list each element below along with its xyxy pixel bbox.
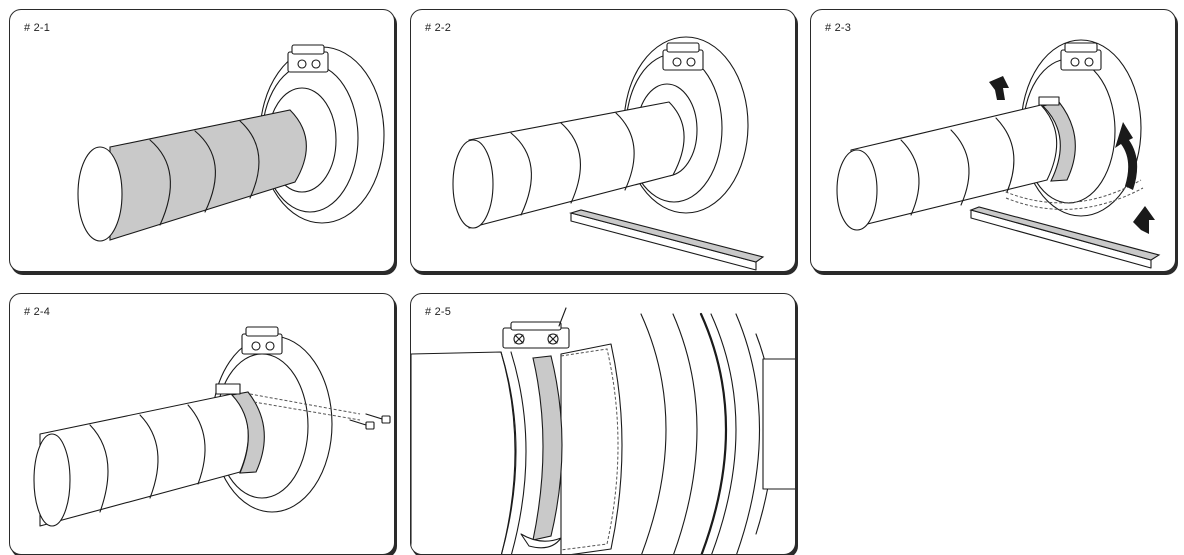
clamp-strip bbox=[570, 212, 757, 271]
junction-box-icon bbox=[241, 326, 283, 355]
tape-wrapped-duct bbox=[109, 109, 307, 241]
duct-fan-illustration bbox=[836, 39, 1161, 269]
tape-band bbox=[532, 355, 563, 541]
panel-2-5: # 2-5 bbox=[410, 293, 796, 555]
panel-label: # 2-2 bbox=[425, 22, 452, 34]
duct-fan-closeup bbox=[411, 307, 795, 554]
junction-box-icon bbox=[1060, 42, 1102, 71]
panel-label: # 2-3 bbox=[825, 22, 852, 34]
panel-2-4: # 2-4 bbox=[9, 293, 395, 555]
panel-2-1: # 2-1 bbox=[9, 9, 395, 272]
duct-fan-illustration bbox=[452, 36, 765, 271]
screw-icon bbox=[349, 413, 391, 430]
rotate-arrow-icon bbox=[1115, 122, 1138, 190]
duct-opening bbox=[836, 149, 878, 231]
clamp-head bbox=[215, 383, 241, 395]
screw-icon bbox=[513, 333, 559, 345]
junction-box-icon bbox=[287, 44, 329, 73]
tape-band bbox=[230, 391, 265, 474]
arrow-up-icon bbox=[1133, 206, 1155, 234]
junction-box-icon bbox=[662, 42, 704, 71]
panel-2-2: # 2-2 bbox=[410, 9, 796, 272]
tape-band bbox=[1041, 101, 1076, 182]
panel-label: # 2-4 bbox=[24, 306, 51, 318]
duct-fan-illustration bbox=[33, 326, 391, 527]
duct-opening bbox=[33, 433, 71, 527]
duct bbox=[850, 104, 1058, 229]
duct-opening bbox=[77, 146, 123, 242]
panel-label: # 2-1 bbox=[24, 22, 51, 34]
duct bbox=[411, 351, 517, 554]
clamp-strip bbox=[970, 209, 1152, 269]
duct-opening bbox=[452, 139, 494, 229]
duct bbox=[468, 101, 685, 229]
arrow-up-icon bbox=[989, 76, 1009, 100]
fan-inlet bbox=[762, 358, 795, 490]
duct bbox=[39, 393, 249, 527]
clamp-head bbox=[1038, 96, 1060, 106]
panel-label: # 2-5 bbox=[425, 306, 452, 318]
duct-fan-illustration bbox=[77, 44, 385, 242]
panel-2-3: # 2-3 bbox=[810, 9, 1176, 272]
